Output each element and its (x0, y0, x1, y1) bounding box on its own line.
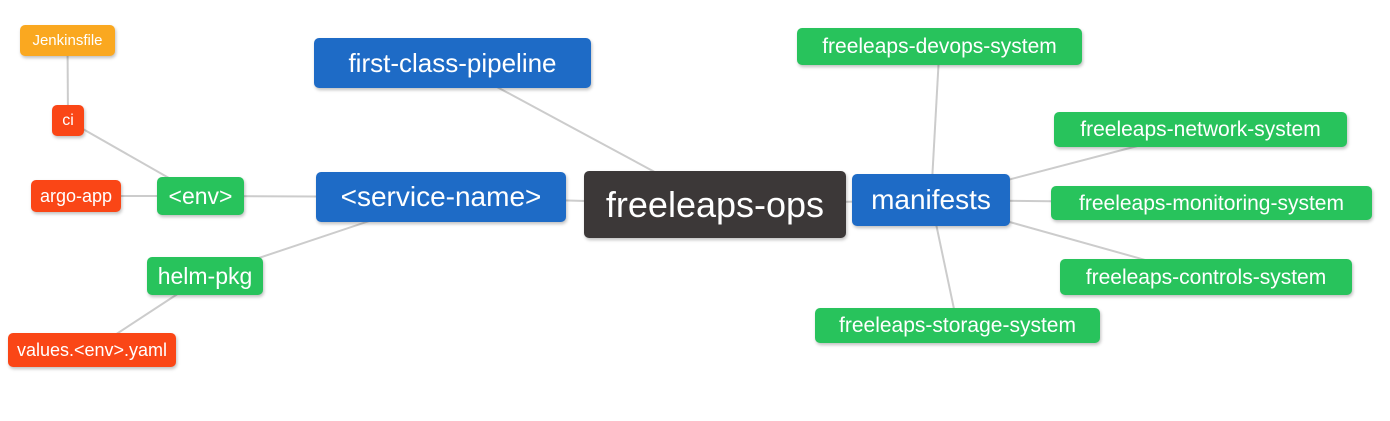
node-freeleaps-ops[interactable]: freeleaps-ops (584, 171, 846, 238)
node-label: freeleaps-monitoring-system (1079, 191, 1344, 215)
node-label: ci (62, 111, 74, 129)
node-label: argo-app (39, 186, 113, 206)
node-freeleaps-network-system[interactable]: freeleaps-network-system (1054, 112, 1347, 147)
node-label: helm-pkg (157, 262, 253, 289)
node-freeleaps-devops-system[interactable]: freeleaps-devops-system (797, 28, 1082, 65)
node-label: values.<env>.yaml (16, 340, 168, 360)
node-label: freeleaps-network-system (1080, 118, 1321, 141)
node-label: first-class-pipeline (348, 48, 557, 78)
node-argo-app[interactable]: argo-app (31, 180, 121, 212)
node-first-class-pipeline[interactable]: first-class-pipeline (314, 38, 591, 88)
node-freeleaps-monitoring-system[interactable]: freeleaps-monitoring-system (1051, 186, 1372, 220)
node-freeleaps-storage-system[interactable]: freeleaps-storage-system (815, 308, 1100, 343)
node-manifests[interactable]: manifests (852, 174, 1010, 226)
node-service-name[interactable]: <service-name> (316, 172, 566, 222)
node-jenkinsfile[interactable]: Jenkinsfile (20, 25, 115, 56)
node-label: freeleaps-controls-system (1085, 265, 1327, 289)
node-ci[interactable]: ci (52, 105, 84, 136)
node-env[interactable]: <env> (157, 177, 244, 215)
node-label: <service-name> (340, 181, 542, 212)
node-label: Jenkinsfile (32, 32, 103, 49)
node-helm-pkg[interactable]: helm-pkg (147, 257, 263, 295)
node-label: freeleaps-devops-system (822, 35, 1057, 58)
node-label: manifests (871, 184, 991, 215)
node-label: <env> (168, 182, 233, 209)
node-label: freeleaps-storage-system (839, 314, 1076, 337)
node-values-env-yaml[interactable]: values.<env>.yaml (8, 333, 176, 367)
node-label: freeleaps-ops (605, 183, 825, 225)
node-freeleaps-controls-system[interactable]: freeleaps-controls-system (1060, 259, 1352, 295)
